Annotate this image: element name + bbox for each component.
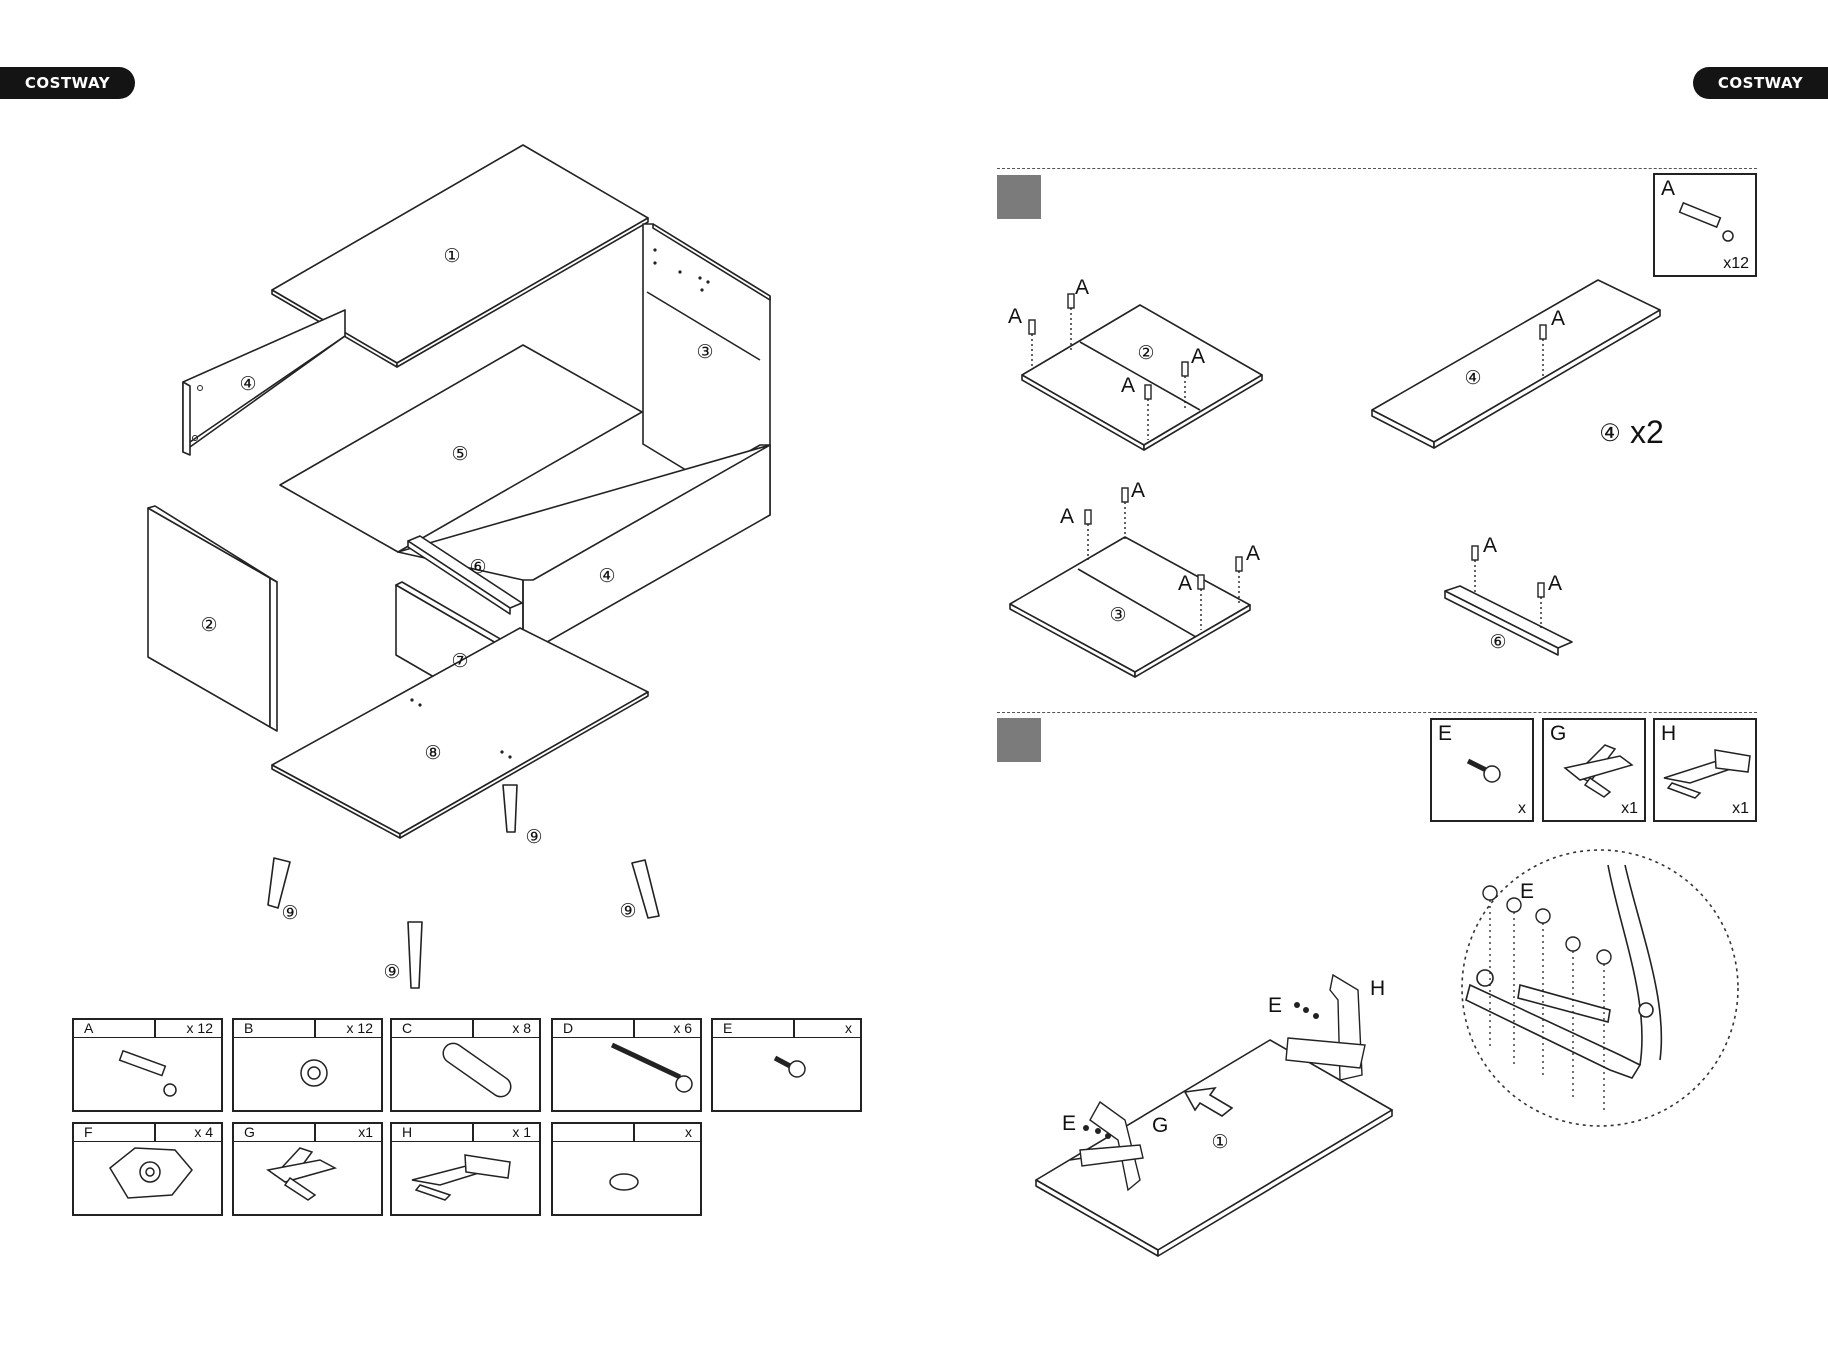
dowel-label-a: A bbox=[1131, 479, 1145, 502]
label-panel-3: ③ bbox=[696, 342, 713, 363]
part-qty: x1 bbox=[358, 1124, 373, 1140]
dowel-label-a: A bbox=[1246, 542, 1260, 565]
part-key: E bbox=[1438, 722, 1452, 746]
part-key: B bbox=[244, 1020, 253, 1036]
step2-part-box-h: H x1 bbox=[1653, 718, 1757, 822]
detail-circle: E bbox=[1462, 850, 1738, 1126]
part-qty: x bbox=[845, 1020, 852, 1036]
dowel-label-a: A bbox=[1548, 572, 1562, 595]
part-qty: x bbox=[685, 1124, 692, 1140]
label-panel-4-front: ④ bbox=[598, 566, 615, 587]
step-divider bbox=[997, 168, 1757, 169]
part-qty: x 8 bbox=[512, 1020, 531, 1036]
dowel-label-a: A bbox=[1121, 374, 1135, 397]
step1-label-panel-3: ③ bbox=[1109, 605, 1126, 626]
label-panel-1: ① bbox=[443, 246, 460, 267]
part-key: H bbox=[402, 1124, 412, 1140]
part-key: A bbox=[84, 1020, 93, 1036]
part-qty: x 4 bbox=[194, 1124, 213, 1140]
label-panel-7: ⑦ bbox=[451, 651, 468, 672]
screw-label-e: E bbox=[1062, 1112, 1076, 1135]
part-key: H bbox=[1661, 722, 1676, 746]
dowel-label-a: A bbox=[1075, 276, 1089, 299]
step1-label-panel-2: ② bbox=[1137, 343, 1154, 364]
part-key: E bbox=[723, 1020, 732, 1036]
part-cell-pad: x bbox=[551, 1122, 702, 1216]
step-divider bbox=[997, 712, 1757, 713]
part-qty: x bbox=[1518, 800, 1526, 818]
label-leg-3: ⑨ bbox=[619, 901, 636, 922]
leg-1 bbox=[268, 858, 290, 908]
label-leg-4: ⑨ bbox=[383, 962, 400, 983]
step1-panel-2 bbox=[1022, 305, 1262, 450]
label-panel-6: ⑥ bbox=[469, 557, 486, 578]
leg-4 bbox=[408, 922, 422, 988]
label-panel-5: ⑤ bbox=[451, 444, 468, 465]
part-key: G bbox=[244, 1124, 255, 1140]
multiplier-panel-number: ④ bbox=[1599, 421, 1621, 447]
step1-label-panel-6: ⑥ bbox=[1489, 632, 1506, 653]
part-qty: x 6 bbox=[673, 1020, 692, 1036]
hinge-label-h: H bbox=[1370, 977, 1385, 1000]
part-key: G bbox=[1550, 722, 1566, 746]
part-key: C bbox=[402, 1020, 412, 1036]
label-leg-2: ⑨ bbox=[281, 903, 298, 924]
label-leg-1: ⑨ bbox=[525, 827, 542, 848]
step2-part-box-e: E x bbox=[1430, 718, 1534, 822]
dowel-label-a: A bbox=[1178, 572, 1192, 595]
part-key: F bbox=[84, 1124, 93, 1140]
step1-panel-6 bbox=[1445, 586, 1572, 655]
dowel-label-a: A bbox=[1551, 307, 1565, 330]
dowel-label-a: A bbox=[1483, 534, 1497, 557]
label-panel-2: ② bbox=[200, 615, 217, 636]
step1-label-panel-4: ④ bbox=[1464, 368, 1481, 389]
step2-part-box-g: G x1 bbox=[1542, 718, 1646, 822]
part-qty: x 1 bbox=[512, 1124, 531, 1140]
part-qty: x12 bbox=[1723, 255, 1749, 273]
detail-label-e: E bbox=[1520, 880, 1534, 903]
leg-2 bbox=[503, 785, 517, 832]
part-key: D bbox=[563, 1020, 573, 1036]
label-panel-8: ⑧ bbox=[424, 743, 441, 764]
part-qty: x 12 bbox=[187, 1020, 213, 1036]
dowel-label-a: A bbox=[1060, 505, 1074, 528]
multiplier-text: x2 bbox=[1630, 414, 1664, 451]
step1-part-box: A x12 bbox=[1653, 173, 1757, 277]
part-qty: x1 bbox=[1621, 800, 1638, 818]
dowel-label-a: A bbox=[1191, 345, 1205, 368]
hinge-label-g: G bbox=[1152, 1114, 1168, 1137]
step1-panel-3 bbox=[1010, 537, 1250, 677]
part-qty: x1 bbox=[1732, 800, 1749, 818]
dowel-label-a: A bbox=[1008, 305, 1022, 328]
screw-label-e: E bbox=[1268, 994, 1282, 1017]
step-2-badge bbox=[997, 718, 1041, 762]
step-1-badge bbox=[997, 175, 1041, 219]
step2-label-panel-1: ① bbox=[1211, 1132, 1228, 1153]
label-panel-4-back: ④ bbox=[239, 374, 256, 395]
panel-4-back bbox=[183, 310, 345, 455]
part-key: A bbox=[1661, 177, 1675, 201]
part-qty: x 12 bbox=[347, 1020, 373, 1036]
